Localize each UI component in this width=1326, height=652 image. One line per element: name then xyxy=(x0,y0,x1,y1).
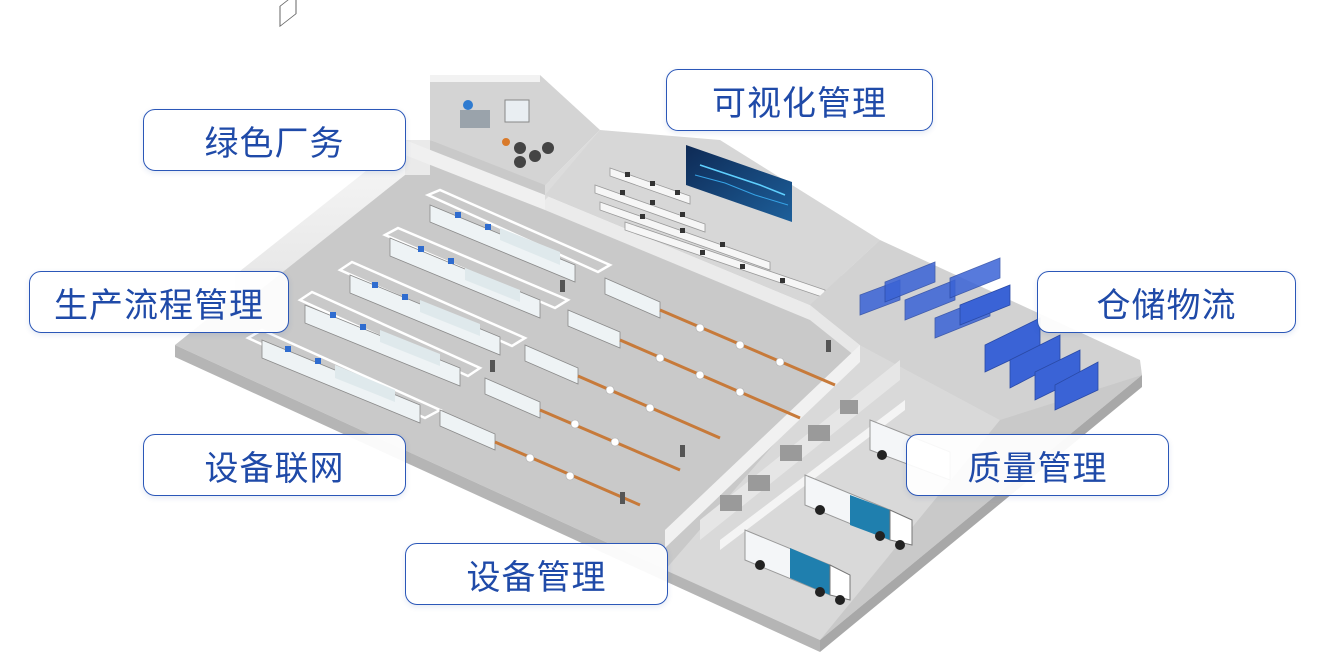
label-green-factory[interactable]: 绿色厂务 xyxy=(143,109,406,171)
loading-dock xyxy=(665,345,1000,640)
label-quality-management[interactable]: 质量管理 xyxy=(906,434,1169,496)
chiller-icon xyxy=(460,99,554,168)
label-device-networking[interactable]: 设备联网 xyxy=(143,434,406,496)
robot-arm-icon xyxy=(490,280,831,504)
video-wall-icon xyxy=(686,145,792,222)
label-warehouse-logistics[interactable]: 仓储物流 xyxy=(1037,271,1296,333)
storage-rack-icon xyxy=(859,257,1099,411)
control-room xyxy=(545,130,880,305)
label-visual-management[interactable]: 可视化管理 xyxy=(666,69,933,131)
utility-room xyxy=(430,75,600,185)
production-lines xyxy=(245,188,613,424)
label-production-process[interactable]: 生产流程管理 xyxy=(29,271,289,333)
assembly-lines xyxy=(439,277,836,507)
warehouse-area xyxy=(810,240,1142,420)
label-equipment-management[interactable]: 设备管理 xyxy=(405,543,668,605)
